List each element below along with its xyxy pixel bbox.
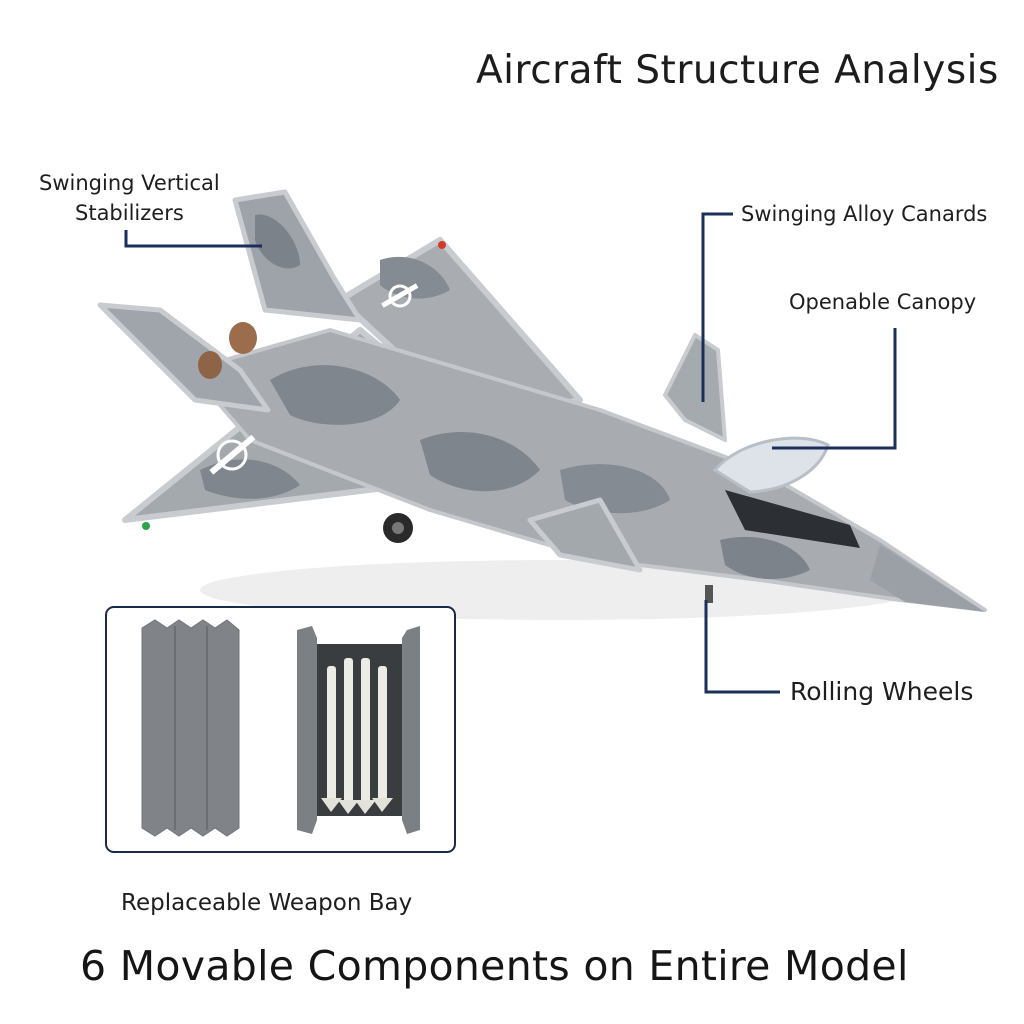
canopy-label: Openable Canopy xyxy=(789,290,977,314)
wheels-label: Rolling Wheels xyxy=(790,677,974,706)
roundel-icon xyxy=(381,283,419,308)
page-title: Aircraft Structure Analysis xyxy=(476,48,999,93)
stabilizers-label-line2: Stabilizers xyxy=(75,201,184,225)
stabilizers-label: Swinging Vertical Stabilizers xyxy=(39,168,220,228)
canards-label: Swinging Alloy Canards xyxy=(741,202,988,226)
weapon-bay-illustration xyxy=(141,619,420,837)
canards-leader-line xyxy=(701,212,733,402)
stabilizers-label-line1: Swinging Vertical xyxy=(39,171,220,195)
stabilizers-leader-line xyxy=(124,230,262,248)
footer-headline: 6 Movable Components on Entire Model xyxy=(80,942,909,990)
weapon-bay-panel xyxy=(105,606,456,853)
wheels-leader-line xyxy=(704,600,780,694)
canopy-leader-line xyxy=(772,328,897,450)
weapon-bay-label: Replaceable Weapon Bay xyxy=(121,890,413,916)
roundel-icon xyxy=(209,434,256,475)
